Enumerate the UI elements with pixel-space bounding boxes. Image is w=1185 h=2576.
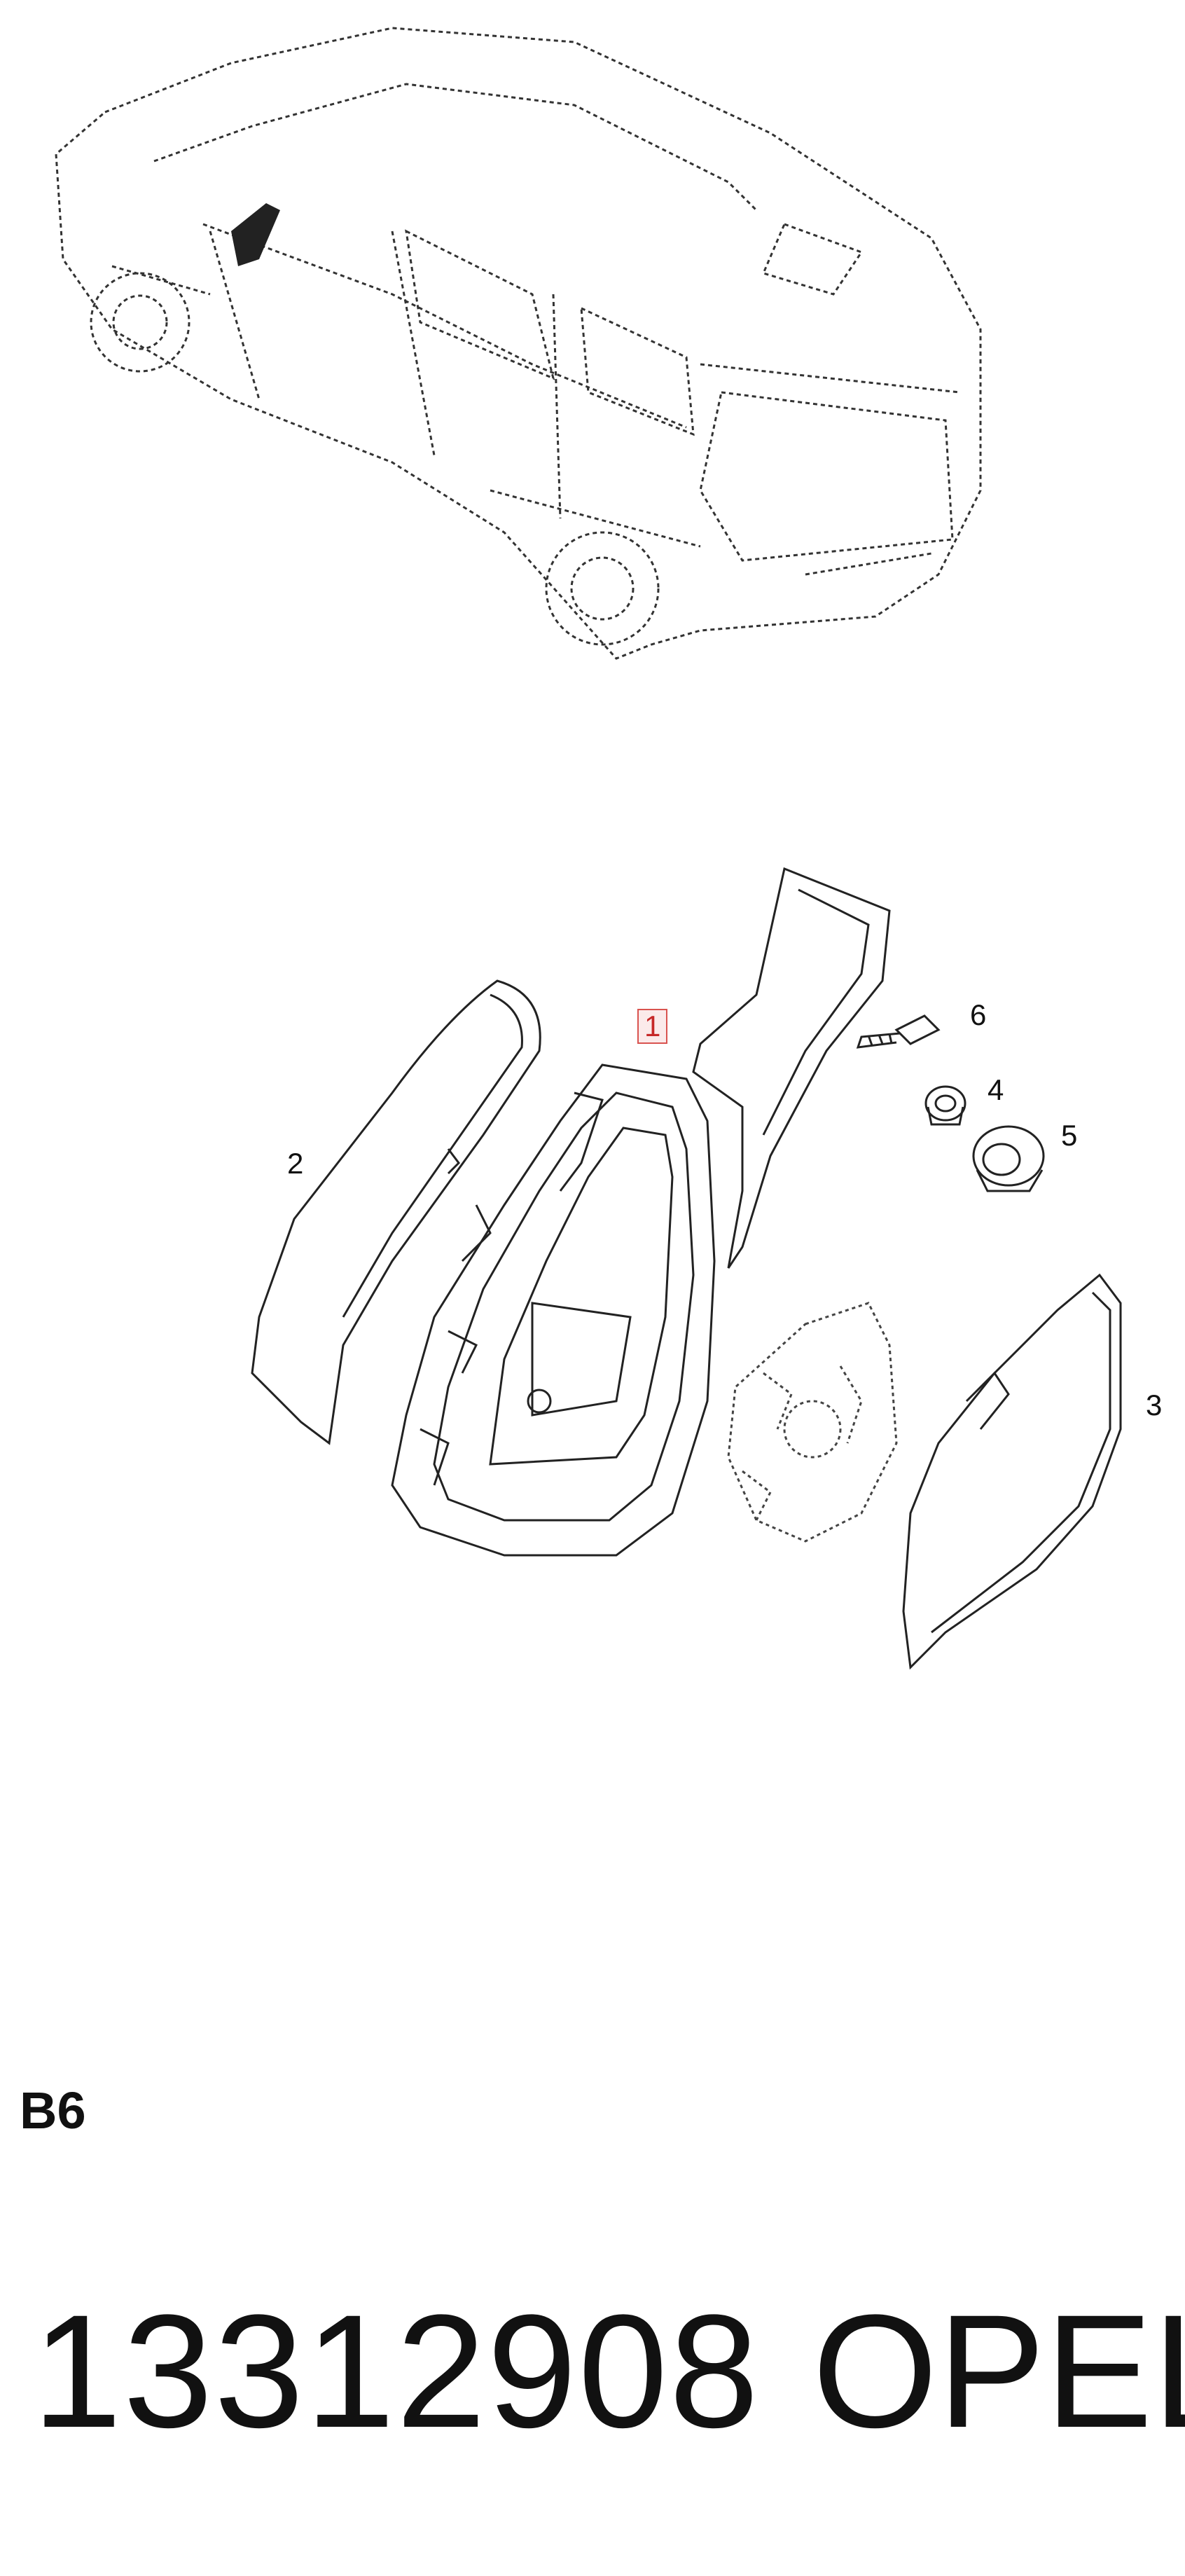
callout-4[interactable]: 4 bbox=[988, 1073, 1004, 1106]
callout-1[interactable]: 1 bbox=[637, 1009, 668, 1044]
vehicle-illustration bbox=[55, 27, 982, 660]
section-code: B6 bbox=[20, 2081, 86, 2140]
callout-2[interactable]: 2 bbox=[287, 1147, 304, 1180]
mirror-cover-cap bbox=[251, 979, 541, 1445]
brand-name: OPEL bbox=[812, 2281, 1185, 2461]
part-number: 13312908 bbox=[32, 2281, 761, 2461]
mirror-assembly bbox=[391, 867, 891, 1557]
small-grommet bbox=[924, 1085, 966, 1126]
callout-5[interactable]: 5 bbox=[1061, 1119, 1078, 1152]
screw bbox=[856, 1014, 941, 1049]
callout-6[interactable]: 6 bbox=[970, 998, 987, 1031]
large-grommet bbox=[972, 1125, 1045, 1192]
mirror-glass bbox=[902, 1273, 1122, 1670]
mirror-backing-plate bbox=[727, 1302, 898, 1543]
callout-3[interactable]: 3 bbox=[1146, 1389, 1163, 1421]
mirror-location-highlight bbox=[231, 203, 280, 266]
